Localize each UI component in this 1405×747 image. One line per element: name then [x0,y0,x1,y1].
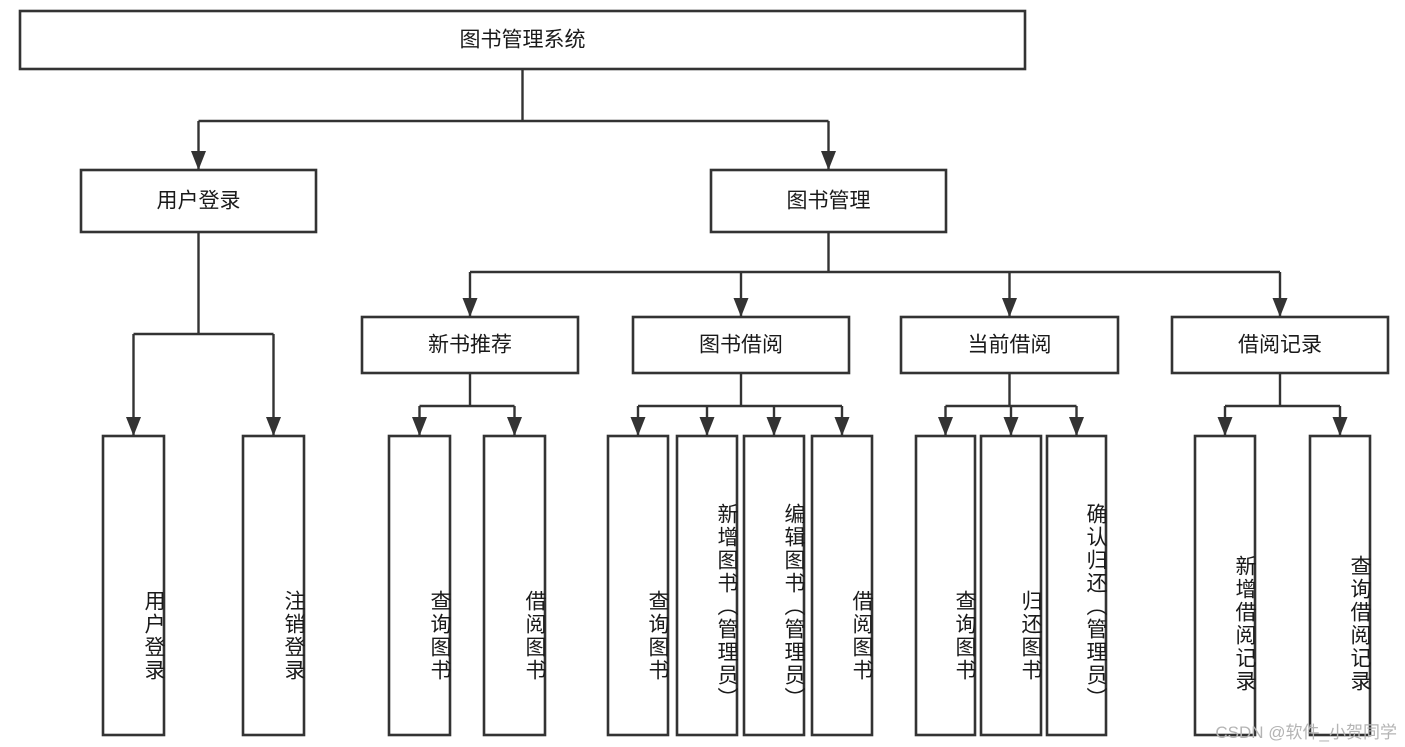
node-cb-return-book[interactable] [979,434,1043,737]
node-box-bb-edit-book[interactable] [742,434,806,737]
arrow-head-icon [1069,417,1084,436]
arrow-head-icon [1332,417,1348,436]
arrow-head-icon [507,417,522,436]
node-label-root: 图书管理系统 [460,29,586,52]
connectors-layer [126,69,1348,436]
node-box-book-borrow[interactable] [631,315,851,375]
node-box-bb-query-book[interactable] [606,434,670,737]
arrow-head-icon [699,417,715,436]
node-book-manage[interactable]: 图书管理 [709,168,948,234]
arrow-head-icon [462,298,478,317]
arrow-head-icon [412,417,427,436]
arrow-head-icon [733,298,749,317]
arrow-head-icon [821,151,836,170]
node-label-current-borrow: 当前借阅 [968,334,1052,357]
node-box-bb-add-book[interactable] [675,434,739,737]
node-box-current-borrow[interactable] [899,315,1120,375]
node-bb-edit-book[interactable] [742,434,806,737]
node-nb-borrow-book[interactable] [482,434,547,737]
arrow-head-icon [1217,417,1233,436]
node-box-nb-query-book[interactable] [387,434,452,737]
arrow-head-icon [630,417,646,436]
node-bb-borrow-book[interactable] [810,434,874,737]
node-box-cb-query-book[interactable] [914,434,977,737]
node-box-bb-borrow-book[interactable] [810,434,874,737]
node-box-br-query-record[interactable] [1308,434,1372,737]
node-cb-query-book[interactable] [914,434,977,737]
node-leaf-user-login[interactable] [101,434,166,737]
node-bb-add-book[interactable] [675,434,739,737]
node-current-borrow[interactable]: 当前借阅 [899,315,1120,375]
node-box-book-manage[interactable] [709,168,948,234]
node-box-leaf-user-logout[interactable] [241,434,306,737]
arrow-head-icon [191,151,206,170]
node-label-borrow-record: 借阅记录 [1238,334,1322,357]
node-label-user-login: 用户登录 [157,190,241,213]
node-br-query-record[interactable] [1308,434,1372,737]
node-borrow-record[interactable]: 借阅记录 [1170,315,1390,375]
arrow-head-icon [1002,298,1017,317]
arrow-head-icon [834,417,850,436]
arrow-head-icon [1003,417,1019,436]
node-root[interactable]: 图书管理系统 [18,9,1027,71]
node-label-book-manage: 图书管理 [787,190,871,213]
node-leaf-user-logout[interactable] [241,434,306,737]
watermark: CSDN @软件_小贺同学 [1215,723,1397,742]
node-label-new-book-rec: 新书推荐 [428,334,512,357]
node-nb-query-book[interactable] [387,434,452,737]
arrow-head-icon [266,417,281,436]
node-label-book-borrow: 图书借阅 [699,334,783,357]
arrow-head-icon [126,417,141,436]
node-box-borrow-record[interactable] [1170,315,1390,375]
node-book-borrow[interactable]: 图书借阅 [631,315,851,375]
arrow-head-icon [1272,298,1288,317]
node-new-book-rec[interactable]: 新书推荐 [360,315,580,375]
arrow-head-icon [766,417,782,436]
node-box-leaf-user-login[interactable] [101,434,166,737]
node-box-root[interactable] [18,9,1027,71]
node-box-nb-borrow-book[interactable] [482,434,547,737]
node-box-br-add-record[interactable] [1193,434,1257,737]
node-cb-confirm-return[interactable] [1045,434,1108,737]
node-user-login[interactable]: 用户登录 [79,168,318,234]
node-bb-query-book[interactable] [606,434,670,737]
arrow-head-icon [938,417,953,436]
node-br-add-record[interactable] [1193,434,1257,737]
node-box-user-login[interactable] [79,168,318,234]
node-box-new-book-rec[interactable] [360,315,580,375]
node-box-cb-confirm-return[interactable] [1045,434,1108,737]
node-box-cb-return-book[interactable] [979,434,1043,737]
